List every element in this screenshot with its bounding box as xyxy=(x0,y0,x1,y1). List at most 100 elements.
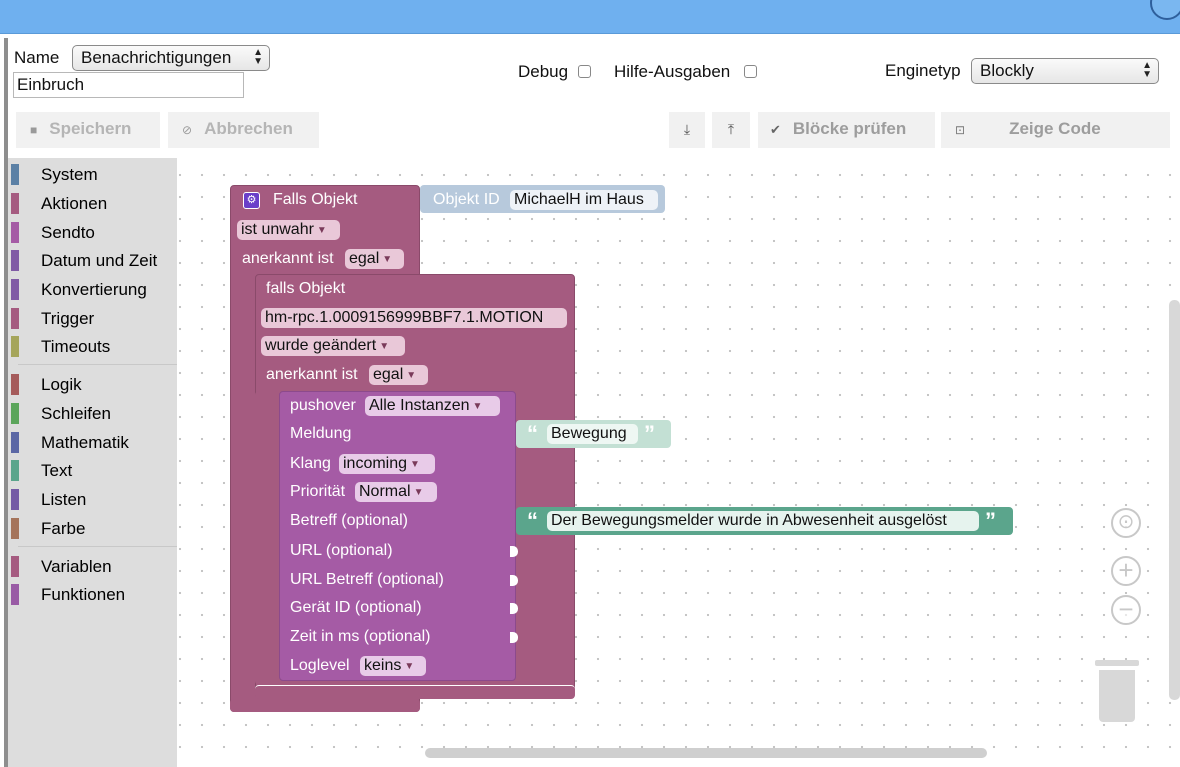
url-label: URL (optional) xyxy=(290,542,393,559)
horizontal-scrollbar[interactable] xyxy=(425,748,987,758)
category-color xyxy=(11,250,19,271)
quote-close-icon: ” xyxy=(985,508,996,533)
outer-ack-label: anerkannt ist xyxy=(242,250,334,267)
inner-object-field[interactable]: hm-rpc.1.0009156999BBF7.1.MOTION xyxy=(261,308,567,328)
input-notch xyxy=(510,632,518,643)
toolbox-category-konvertierung[interactable]: Konvertierung xyxy=(8,277,177,303)
engine-label: Enginetyp xyxy=(885,61,961,80)
inner-block-bottom xyxy=(255,685,575,699)
category-color xyxy=(11,222,19,243)
user-icon[interactable] xyxy=(1150,0,1180,20)
toolbox-category-system[interactable]: System xyxy=(8,162,177,188)
category-color xyxy=(11,584,19,605)
meldung-text-field[interactable]: Bewegung xyxy=(547,424,638,444)
klang-dropdown[interactable]: incoming▼ xyxy=(339,454,435,474)
toolbox-separator xyxy=(18,364,177,365)
inner-block-side xyxy=(255,391,279,685)
toolbox-category-schleifen[interactable]: Schleifen xyxy=(8,401,177,427)
select-arrows-icon: ▲▼ xyxy=(1142,60,1152,80)
toolbox-category-farbe[interactable]: Farbe xyxy=(8,516,177,542)
geraet-label: Gerät ID (optional) xyxy=(290,599,422,616)
outer-ack-dropdown[interactable]: egal▼ xyxy=(345,249,404,269)
check-blocks-button[interactable]: ✔Blöcke prüfen xyxy=(758,112,935,148)
toolbox-category-timeouts[interactable]: Timeouts xyxy=(8,334,177,360)
save-icon: ■ xyxy=(30,123,38,137)
check-icon: ✔ xyxy=(770,122,781,137)
category-color xyxy=(11,193,19,214)
category-color xyxy=(11,460,19,481)
betreff-text-field[interactable]: Der Bewegungsmelder wurde in Abwesenheit… xyxy=(547,511,979,531)
category-color xyxy=(11,279,19,300)
dropdown-arrow-icon: ▼ xyxy=(472,401,483,412)
dropdown-arrow-icon: ▼ xyxy=(410,459,420,470)
engine-select[interactable]: Blockly ▲▼ xyxy=(971,58,1159,84)
inner-falls-objekt-title: falls Objekt xyxy=(266,280,346,297)
blockly-workspace[interactable]: ⚙ Falls Objekt ist unwahr▼ anerkannt ist… xyxy=(177,158,1180,767)
category-color xyxy=(11,403,19,424)
name-select-value: Benachrichtigungen xyxy=(81,48,232,67)
center-icon[interactable]: ⊙ xyxy=(1111,508,1141,538)
zeit-label: Zeit in ms (optional) xyxy=(290,628,431,645)
falls-objekt-title: Falls Objekt xyxy=(273,191,358,208)
toolbox-category-sendto[interactable]: Sendto xyxy=(8,220,177,246)
toolbox-category-trigger[interactable]: Trigger xyxy=(8,306,177,332)
export-icon: ⤓ xyxy=(683,121,691,137)
dropdown-arrow-icon: ▼ xyxy=(316,225,327,236)
input-notch xyxy=(510,546,518,557)
quote-open-icon: “ xyxy=(527,508,538,533)
zoom-in-icon[interactable]: + xyxy=(1111,556,1141,586)
meldung-label: Meldung xyxy=(290,425,352,442)
category-color xyxy=(11,308,19,329)
hilfe-label: Hilfe-Ausgaben xyxy=(614,62,731,81)
toolbox-category-datum-und-zeit[interactable]: Datum und Zeit xyxy=(8,248,177,274)
outer-state-dropdown[interactable]: ist unwahr▼ xyxy=(237,220,340,240)
vertical-scrollbar[interactable] xyxy=(1169,300,1180,700)
import-button[interactable]: ⤒ xyxy=(712,112,750,148)
cancel-button[interactable]: ⊘Abbrechen xyxy=(168,112,319,148)
name-input[interactable]: Einbruch xyxy=(13,72,244,98)
klang-label: Klang xyxy=(290,455,331,472)
toolbox-category-listen[interactable]: Listen xyxy=(8,487,177,513)
loglevel-dropdown[interactable]: keins▼ xyxy=(360,656,426,676)
toolbox-category-text[interactable]: Text xyxy=(8,458,177,484)
prio-dropdown[interactable]: Normal▼ xyxy=(355,482,437,502)
category-color xyxy=(11,556,19,577)
toolbox-category-logik[interactable]: Logik xyxy=(8,372,177,398)
window-top-bar xyxy=(0,0,1180,34)
category-color xyxy=(11,374,19,395)
name-select[interactable]: Benachrichtigungen ▲▼ xyxy=(72,45,270,71)
hilfe-checkbox[interactable] xyxy=(744,65,757,78)
trash-icon[interactable] xyxy=(1095,660,1139,722)
dropdown-arrow-icon: ▼ xyxy=(382,254,393,265)
show-code-button[interactable]: ⊡Zeige Code xyxy=(941,112,1170,148)
objekt-id-field[interactable]: MichaelH im Haus xyxy=(510,190,658,210)
inner-state-dropdown[interactable]: wurde geändert▼ xyxy=(261,336,405,356)
toolbox-category-variablen[interactable]: Variablen xyxy=(8,554,177,580)
save-button[interactable]: ■Speichern xyxy=(16,112,160,148)
toolbox-category-funktionen[interactable]: Funktionen xyxy=(8,582,177,608)
dropdown-arrow-icon: ▼ xyxy=(404,661,415,672)
quote-open-icon: “ xyxy=(527,421,538,446)
inner-ack-dropdown[interactable]: egal▼ xyxy=(369,365,428,385)
zoom-out-icon[interactable]: − xyxy=(1111,595,1141,625)
toolbox-separator xyxy=(18,546,177,547)
prio-label: Priorität xyxy=(290,483,346,500)
debug-checkbox[interactable] xyxy=(578,65,591,78)
betreff-label: Betreff (optional) xyxy=(290,512,408,529)
pushover-instance-dropdown[interactable]: Alle Instanzen▼ xyxy=(365,396,500,416)
category-color xyxy=(11,336,19,357)
export-button[interactable]: ⤓ xyxy=(669,112,705,148)
toolbox-category-mathematik[interactable]: Mathematik xyxy=(8,430,177,456)
inner-ack-label: anerkannt ist xyxy=(266,366,358,383)
code-icon: ⊡ xyxy=(955,123,966,137)
blockly-toolbox: System Aktionen Sendto Datum und Zeit Ko… xyxy=(8,158,177,767)
toolbox-category-aktionen[interactable]: Aktionen xyxy=(8,191,177,217)
gear-icon[interactable]: ⚙ xyxy=(243,192,260,209)
pushover-block[interactable] xyxy=(279,391,516,681)
debug-label: Debug xyxy=(518,62,569,81)
quote-close-icon: ” xyxy=(644,421,655,446)
pushover-label: pushover xyxy=(290,397,356,414)
objekt-id-label: Objekt ID xyxy=(433,191,500,208)
category-color xyxy=(11,164,19,185)
outer-block-bottom xyxy=(230,699,420,712)
